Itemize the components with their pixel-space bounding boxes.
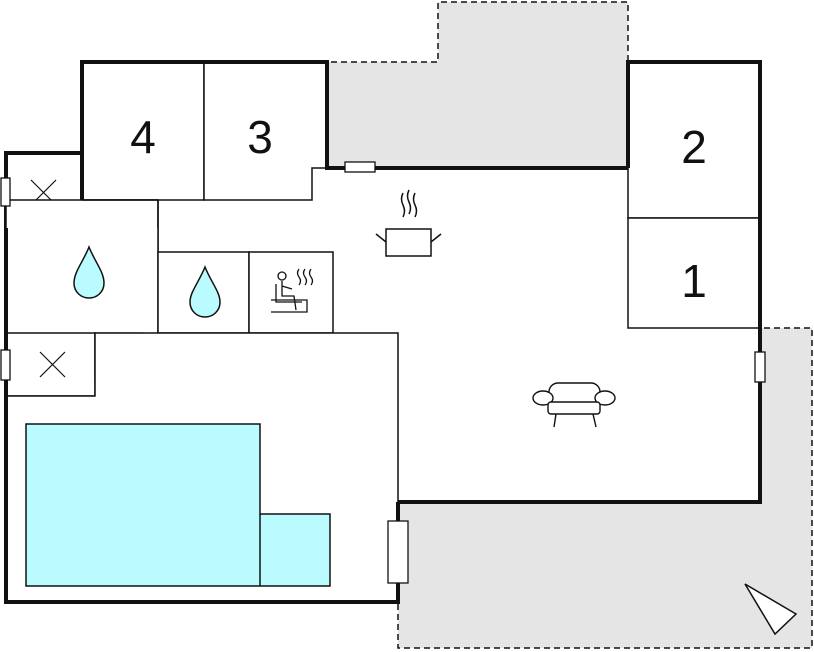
toilet-x-icon xyxy=(39,351,66,378)
sauna-area xyxy=(248,251,334,334)
pool-hall xyxy=(5,332,399,603)
toilet-mid-area xyxy=(5,332,96,397)
cooking-pot-icon xyxy=(375,189,442,257)
window-top xyxy=(344,161,376,173)
bedroom-3: 3 xyxy=(203,61,328,201)
bedroom-1-area xyxy=(627,217,761,329)
window-right xyxy=(754,351,766,383)
swimming-pool xyxy=(25,423,331,587)
armchair-icon xyxy=(532,382,616,428)
north-arrow-icon xyxy=(744,583,798,636)
bathroom-left xyxy=(4,199,159,334)
wall-bedrooms-right xyxy=(626,60,762,502)
sauna-room xyxy=(248,251,334,334)
windows xyxy=(0,161,766,584)
bedroom-4: 4 xyxy=(81,61,205,201)
bedroom-1: 1 xyxy=(627,217,761,329)
wall-bedrooms-top xyxy=(80,60,329,168)
sliding-door xyxy=(387,520,409,584)
bathroom-mid xyxy=(157,251,250,334)
bedroom-3-number: 3 xyxy=(247,111,273,163)
bedroom-2-number: 2 xyxy=(681,121,707,173)
water-drop-icon xyxy=(189,264,221,318)
sauna-icon xyxy=(271,268,314,313)
window-left-top xyxy=(0,177,11,207)
bedroom-2: 2 xyxy=(627,61,761,219)
terrace-top xyxy=(326,1,629,169)
bedroom-4-number: 4 xyxy=(130,111,156,163)
window-left-mid xyxy=(0,349,11,381)
water-drop-icon xyxy=(73,244,105,299)
bedroom-4-area xyxy=(81,61,205,201)
bedroom-1-number: 1 xyxy=(681,255,707,307)
